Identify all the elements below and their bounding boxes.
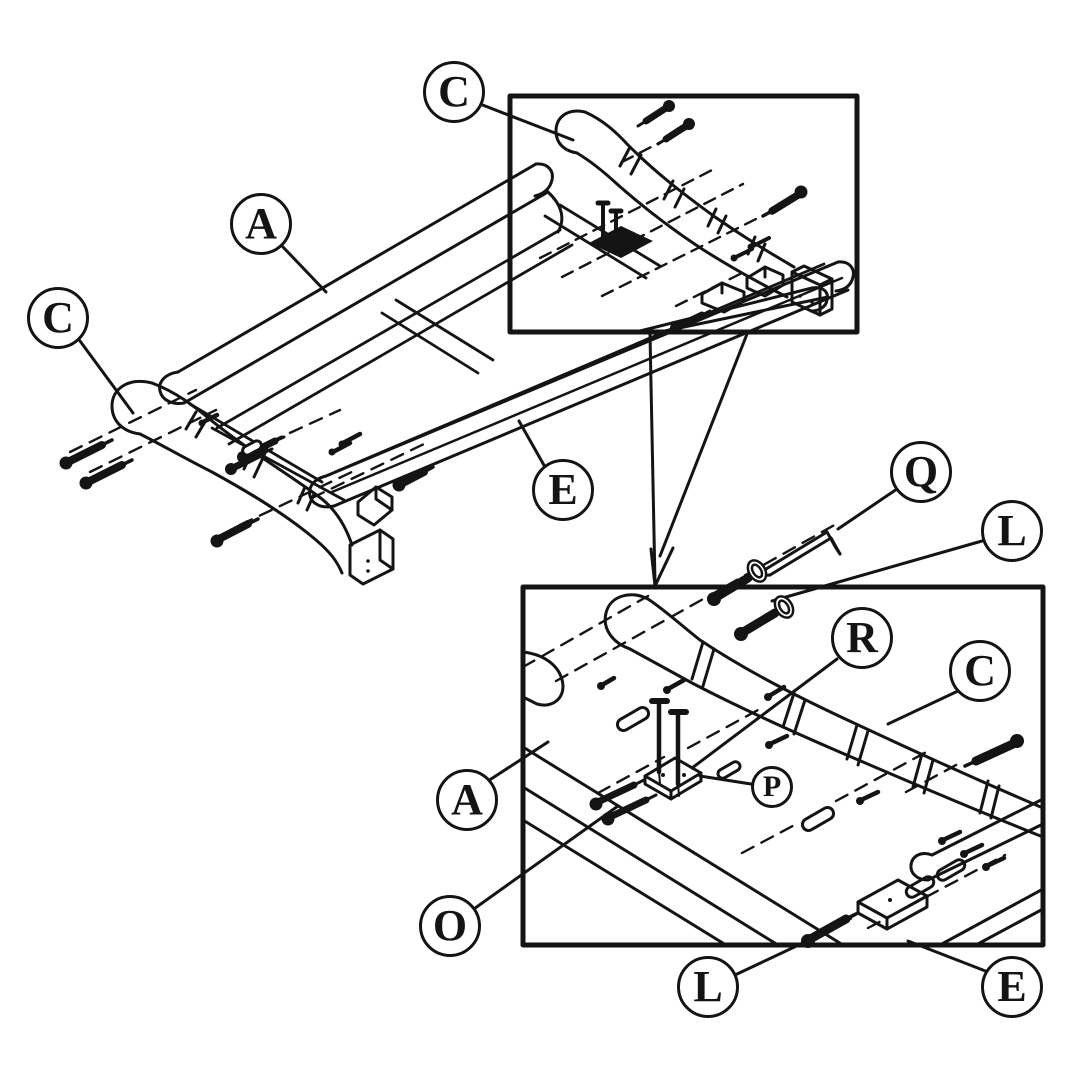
bolt-icon: [801, 912, 858, 948]
rail-e-end-detail: [634, 286, 830, 334]
screw-icon: [938, 829, 963, 845]
screw-icon: [765, 733, 790, 749]
screw-icon: [589, 778, 646, 811]
bolt-icon: [59, 438, 114, 470]
bolt-icon: [392, 465, 435, 492]
screw-icon: [597, 675, 617, 690]
callout-c-detail: C: [949, 640, 1011, 702]
screw-icon: [747, 236, 771, 251]
screw-icon: [982, 855, 1007, 871]
callout-r: R: [831, 607, 893, 669]
callout-label: P: [762, 770, 782, 803]
screw-icon: [960, 842, 985, 858]
callout-label: L: [997, 506, 1027, 555]
callout-label: R: [846, 613, 878, 662]
callout-c-left: C: [27, 287, 89, 349]
callout-label: L: [693, 962, 723, 1011]
bolt-icon: [225, 447, 274, 475]
callout-a-main: A: [230, 193, 292, 255]
callout-e-main: E: [532, 459, 594, 521]
bolt-axis-dashed-lines: [538, 127, 770, 308]
callout-o: O: [419, 895, 481, 957]
callout-a-detail: A: [436, 769, 498, 831]
callout-label: A: [451, 775, 483, 824]
hex-bolts-vertical: [589, 200, 653, 258]
screw-icon: [328, 440, 353, 456]
detail-box-top: [507, 93, 860, 335]
callout-label: Q: [903, 447, 939, 496]
callout-p: P: [751, 766, 793, 808]
screw-icon: [730, 247, 754, 262]
rail-a-detail: [521, 745, 845, 947]
bolt-icon: [656, 118, 695, 146]
screw-icon: [670, 309, 712, 334]
dowel-icon: [241, 439, 263, 457]
callout-c-top: C: [423, 61, 485, 123]
bolt-with-washer-icon: [734, 595, 795, 641]
callout-e-bottom: E: [981, 956, 1043, 1018]
bolt-icon: [761, 185, 808, 218]
dowel-icon: [904, 875, 936, 899]
curved-leg-c-top-detail: [554, 109, 796, 299]
detail-box-bottom: [520, 521, 1046, 948]
callout-q: Q: [890, 441, 952, 503]
main-assembly-view: [59, 162, 855, 586]
callout-label: E: [548, 465, 578, 514]
bolt-icon: [79, 458, 134, 490]
bolt-icon: [210, 517, 260, 548]
callout-label: C: [964, 646, 996, 695]
leg-foot-block: [348, 528, 395, 586]
bracket-block: [745, 265, 785, 298]
callout-label: C: [42, 293, 74, 342]
dowel-icon: [716, 760, 742, 780]
callout-l-bottom: L: [677, 956, 739, 1018]
screw-icon: [338, 431, 363, 448]
side-rail-a: [158, 162, 564, 405]
allen-key-icon: [762, 530, 842, 577]
screw-icon: [198, 412, 220, 427]
bolt-icon: [963, 734, 1024, 768]
callout-l-top: L: [981, 500, 1043, 562]
callout-label: A: [245, 199, 277, 248]
curved-leg-c-detail: [603, 593, 1045, 839]
callout-label: C: [438, 67, 470, 116]
bracket-block: [856, 878, 929, 931]
bracket-block: [356, 485, 394, 527]
screw-icon: [663, 677, 687, 694]
bolt-icon: [636, 100, 675, 128]
callout-label: O: [432, 901, 468, 950]
callout-label: E: [997, 962, 1027, 1011]
screw-icon: [764, 684, 787, 701]
far-leg-profile: [521, 650, 565, 707]
screw-icon: [601, 793, 658, 826]
dowel-icon: [615, 706, 651, 732]
bolt-with-washer-icon: [707, 559, 768, 606]
screw-icon: [856, 789, 881, 805]
mounting-plate: [643, 756, 703, 801]
hex-bolt-icon: [649, 698, 670, 785]
rail-e-detail: [909, 797, 1045, 947]
zoom-arrow: [648, 332, 749, 588]
dowel-icon: [800, 806, 836, 832]
